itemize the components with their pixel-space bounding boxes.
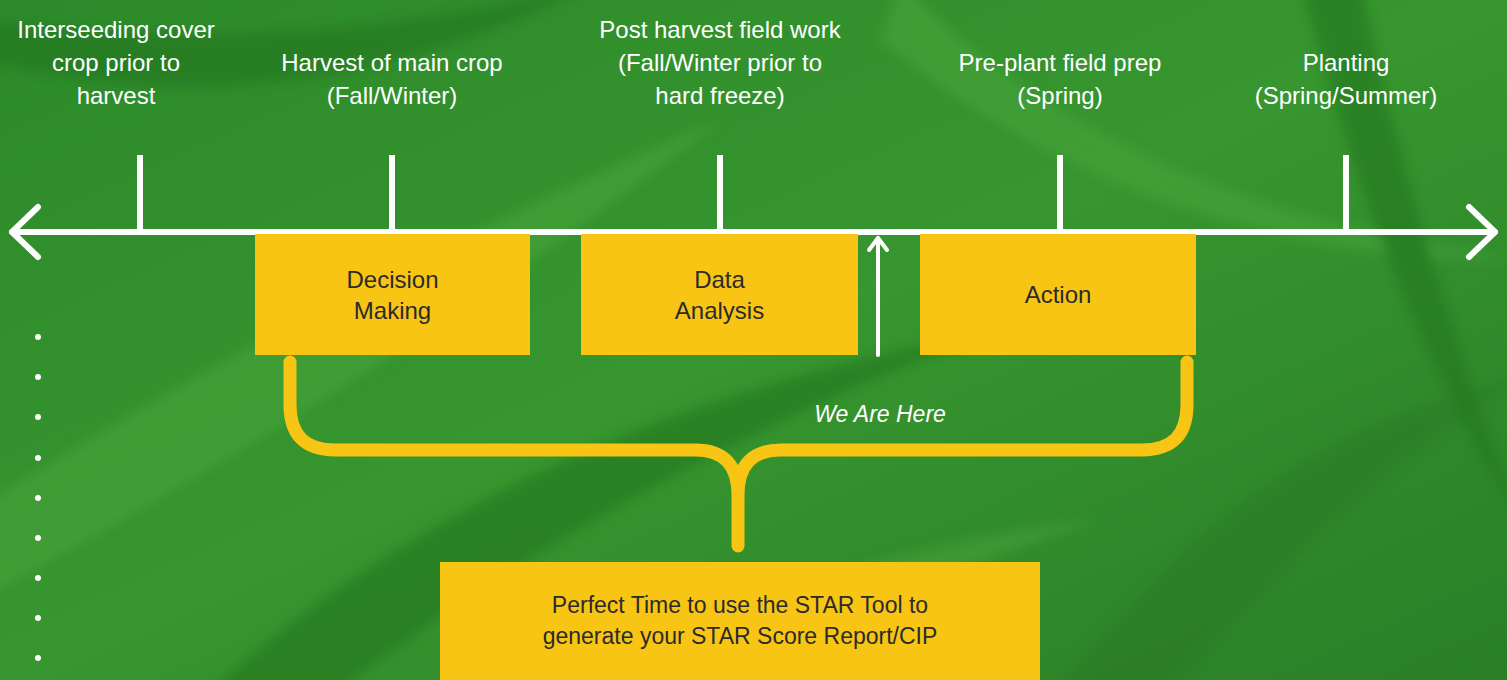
- timeline-tick: [1057, 155, 1063, 232]
- dot-column: [35, 334, 41, 661]
- box-text: Perfect Time to use the STAR Tool to gen…: [535, 590, 945, 652]
- box-text: Data Analysis: [648, 264, 791, 326]
- box-text: Decision Making: [317, 264, 468, 326]
- here-label: We Are Here: [790, 398, 970, 431]
- here-arrow: [869, 238, 887, 355]
- timeline-arrowhead: [12, 207, 38, 257]
- curly-brace: [290, 362, 1187, 546]
- timeline-tick: [137, 155, 143, 232]
- timeline-tick: [717, 155, 723, 232]
- timeline-label: Planting (Spring/Summer): [1231, 46, 1461, 112]
- timeline-tick: [1343, 155, 1349, 232]
- timeline-tick: [389, 155, 395, 232]
- stage-box: Decision Making: [255, 234, 530, 355]
- timeline-label: Harvest of main crop (Fall/Winter): [272, 46, 512, 112]
- box-text: Action: [1025, 279, 1092, 310]
- timeline-label: Pre-plant field prep (Spring): [945, 46, 1175, 112]
- timeline-label: Interseeding cover crop prior to harvest: [12, 13, 220, 112]
- timeline-arrowhead: [1469, 207, 1495, 257]
- stage-box: Action: [920, 234, 1196, 355]
- timeline-label: Post harvest field work (Fall/Winter pri…: [594, 13, 846, 112]
- stage-box: Data Analysis: [581, 234, 858, 355]
- callout-box: Perfect Time to use the STAR Tool to gen…: [440, 562, 1040, 680]
